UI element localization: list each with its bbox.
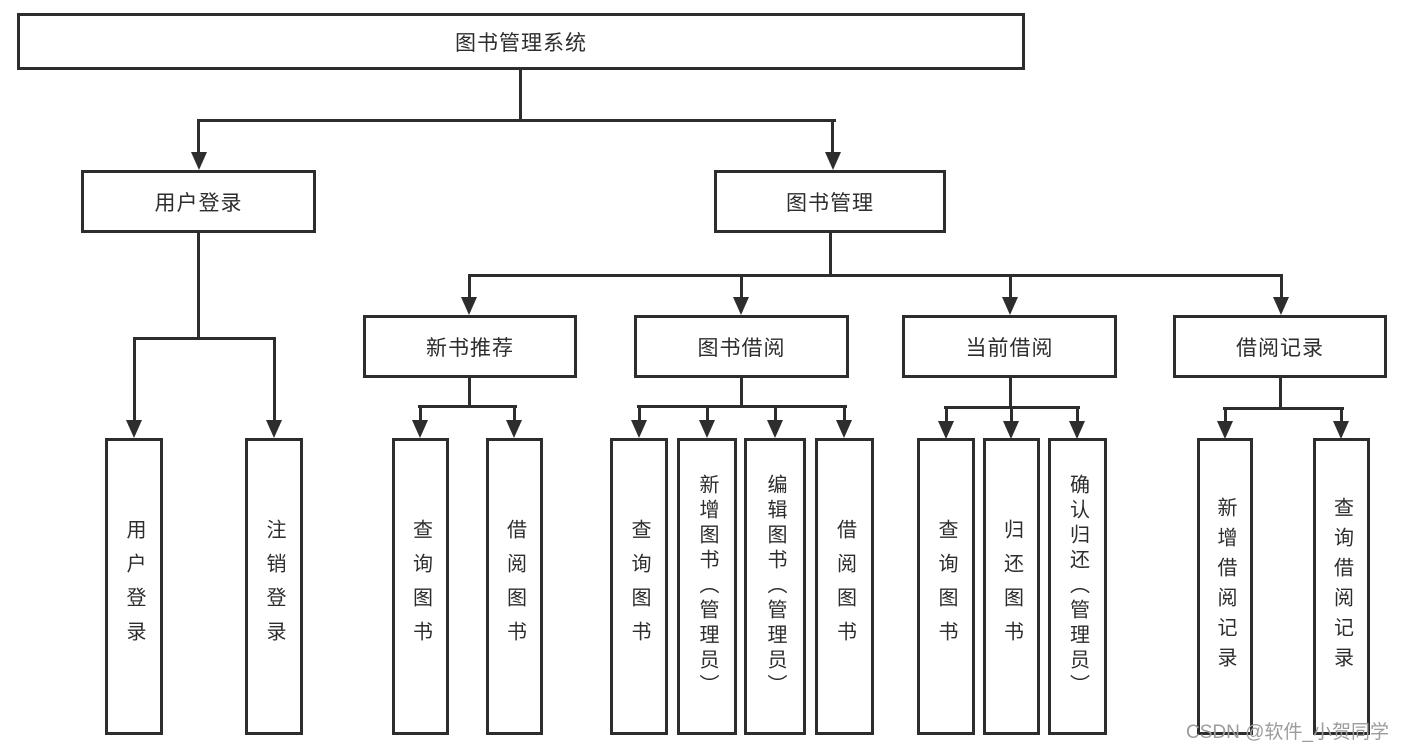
h-line: [1223, 407, 1344, 410]
v-line: [513, 405, 516, 423]
v-line: [740, 378, 743, 408]
v-line: [740, 274, 743, 300]
v-line: [843, 405, 846, 423]
v-line: [1279, 378, 1282, 410]
arrow-down-icon: [412, 420, 428, 438]
node-current-borrow-label: 当前借阅: [965, 336, 1054, 360]
leaf-logout: 注销登录: [245, 438, 303, 735]
leaf-edit-books-admin-label: 编辑图书（管理员）: [764, 474, 786, 699]
node-user-login-label: 用户登录: [154, 191, 243, 215]
h-line: [637, 405, 847, 408]
leaf-add-books-admin: 新增图书（管理员）: [677, 438, 737, 735]
leaf-borrow-books-label: 借阅图书: [833, 518, 856, 655]
arrow-down-icon: [836, 420, 852, 438]
leaf-edit-books-admin: 编辑图书（管理员）: [744, 438, 806, 735]
node-book-management: 图书管理: [714, 170, 946, 233]
v-line: [706, 405, 709, 423]
v-line: [273, 337, 276, 422]
node-borrow-record-label: 借阅记录: [1236, 336, 1324, 360]
leaf-return-books: 归还图书: [983, 438, 1040, 735]
v-line: [831, 119, 834, 157]
arrow-down-icon: [733, 297, 749, 315]
v-line: [419, 405, 422, 423]
node-borrow-record: 借阅记录: [1173, 315, 1387, 378]
v-line: [197, 119, 200, 157]
v-line: [945, 406, 948, 423]
arrow-down-icon: [699, 420, 715, 438]
leaf-query-borrow-record-label: 查询借阅记录: [1330, 496, 1353, 677]
v-line: [468, 274, 471, 300]
arrow-down-icon: [1333, 421, 1349, 439]
leaf-add-borrow-record: 新增借阅记录: [1197, 438, 1253, 735]
arrow-down-icon: [266, 420, 282, 438]
node-root: 图书管理系统: [17, 13, 1025, 70]
arrow-down-icon: [767, 420, 783, 438]
node-book-borrow-label: 图书借阅: [697, 336, 786, 360]
node-book-borrow: 图书借阅: [634, 315, 849, 378]
leaf-return-books-label: 归还图书: [1000, 518, 1023, 655]
node-current-borrow: 当前借阅: [902, 315, 1117, 378]
leaf-newbook-borrow-books: 借阅图书: [486, 438, 543, 735]
v-line: [638, 405, 641, 423]
arrow-down-icon: [1217, 421, 1233, 439]
leaf-logout-label: 注销登录: [263, 518, 285, 655]
leaf-add-books-admin-label: 新增图书（管理员）: [696, 474, 718, 699]
arrow-down-icon: [938, 421, 954, 439]
leaf-borrow-query-books-label: 查询图书: [628, 518, 650, 655]
v-line: [1009, 274, 1012, 300]
leaf-current-query-books-label: 查询图书: [935, 518, 957, 655]
arrow-down-icon: [1002, 297, 1018, 315]
leaf-query-borrow-record: 查询借阅记录: [1313, 438, 1370, 735]
arrow-down-icon: [631, 420, 647, 438]
v-line: [1224, 407, 1227, 423]
arrow-down-icon: [1069, 421, 1085, 439]
v-line: [1280, 274, 1283, 300]
arrow-down-icon: [126, 420, 142, 438]
leaf-current-query-books: 查询图书: [917, 438, 975, 735]
arrow-down-icon: [825, 152, 841, 170]
leaf-confirm-return-admin: 确认归还（管理员）: [1048, 438, 1107, 735]
node-book-management-label: 图书管理: [786, 191, 874, 215]
node-new-book-recommend: 新书推荐: [363, 315, 577, 378]
leaf-newbook-query-books: 查询图书: [392, 438, 449, 735]
leaf-user-login-label: 用户登录: [123, 518, 145, 655]
leaf-add-borrow-record-label: 新增借阅记录: [1214, 496, 1236, 677]
node-new-book-recommend-label: 新书推荐: [426, 336, 514, 360]
v-line: [774, 405, 777, 423]
v-line: [468, 378, 471, 408]
arrow-down-icon: [1003, 421, 1019, 439]
v-line: [1076, 406, 1079, 423]
node-root-label: 图书管理系统: [455, 31, 587, 55]
leaf-borrow-query-books: 查询图书: [610, 438, 668, 735]
v-line: [1009, 378, 1012, 409]
h-line: [468, 274, 1283, 277]
leaf-newbook-borrow-books-label: 借阅图书: [503, 518, 526, 655]
v-line: [829, 233, 832, 277]
v-line: [133, 337, 136, 422]
leaf-confirm-return-admin-label: 确认归还（管理员）: [1066, 474, 1089, 699]
h-line: [133, 337, 276, 340]
arrow-down-icon: [1273, 297, 1289, 315]
arrow-down-icon: [506, 420, 522, 438]
h-line: [197, 119, 836, 122]
h-line: [418, 405, 517, 408]
arrow-down-icon: [461, 297, 477, 315]
arrow-down-icon: [191, 152, 207, 170]
watermark: CSDN @软件_小贺同学: [1186, 722, 1389, 743]
v-line: [1340, 407, 1343, 423]
v-line: [519, 69, 522, 121]
leaf-user-login: 用户登录: [105, 438, 163, 735]
node-user-login: 用户登录: [81, 170, 316, 233]
v-line: [1010, 406, 1013, 423]
v-line: [197, 233, 200, 340]
leaf-newbook-query-books-label: 查询图书: [409, 518, 432, 655]
leaf-borrow-books: 借阅图书: [815, 438, 874, 735]
